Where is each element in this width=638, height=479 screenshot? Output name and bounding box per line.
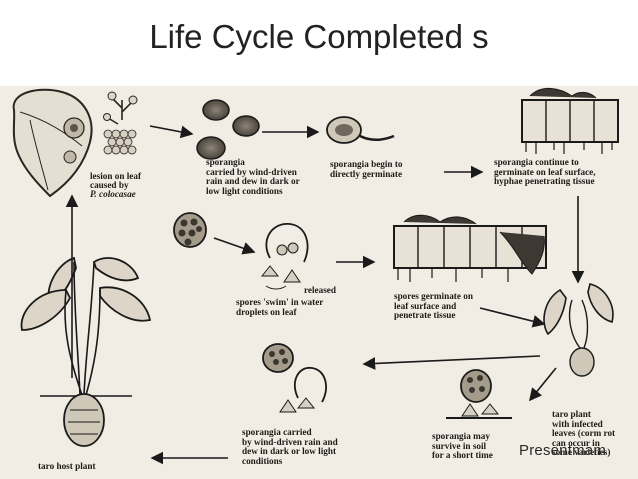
caption-taro-host: taro host plant — [38, 461, 96, 471]
germinating-sporangium-icon — [326, 116, 395, 144]
sporangia-release-icon — [262, 343, 327, 413]
leaf-tissue-top-icon — [521, 88, 619, 154]
caption-germinate-surface: sporangia continue to germinate on leaf … — [494, 157, 596, 186]
caption-spores-swim: spores 'swim' in water droplets on leaf — [236, 297, 324, 317]
arrow-germinate-to-infected — [479, 307, 546, 328]
zoospore-sporangium-icon — [173, 212, 207, 248]
caption-released: released — [304, 285, 336, 295]
arrow-infected-to-soil — [528, 367, 557, 402]
sporangia-icon — [196, 99, 260, 160]
caption-sporangia-carried: sporangia carried by wind-driven rain an… — [242, 427, 338, 466]
taro-host-plant-icon — [20, 256, 152, 447]
caption-lesion-1: lesion on leaf — [90, 171, 142, 181]
caption-germinate-direct: sporangia begin to directly germinate — [330, 159, 403, 179]
arrow-leaf-to-sporangia — [149, 125, 194, 139]
sporangiophore-icon — [103, 91, 138, 155]
arrow-sporangia-to-zoospores — [213, 237, 256, 255]
slide-title: Life Cycle Completed s — [149, 18, 489, 55]
caption-spores-germinate: spores germinate on leaf surface and pen… — [394, 291, 473, 320]
infected-taro-plant-icon — [543, 283, 614, 377]
caption-lesion-pathogen: P. colocasae — [90, 189, 136, 199]
swimming-spores-icon — [260, 223, 309, 290]
arrow-infected-to-carried — [362, 355, 541, 370]
caption-survive-soil: sporangia may survive in soil for a shor… — [432, 431, 493, 460]
caption-sporangia-wind: sporangia carried by wind-driven rain an… — [206, 157, 300, 196]
watermark: Presentmam — [519, 442, 607, 459]
leaf-tissue-middle-icon — [393, 214, 547, 282]
flow-arrows — [65, 125, 585, 465]
caption-taro-infected: taro plant with infected leaves (corm ro… — [552, 409, 616, 457]
soil-sporangium-icon — [446, 369, 512, 419]
caption-lesion-2: caused by — [90, 180, 129, 190]
infected-leaf-icon — [12, 88, 93, 198]
